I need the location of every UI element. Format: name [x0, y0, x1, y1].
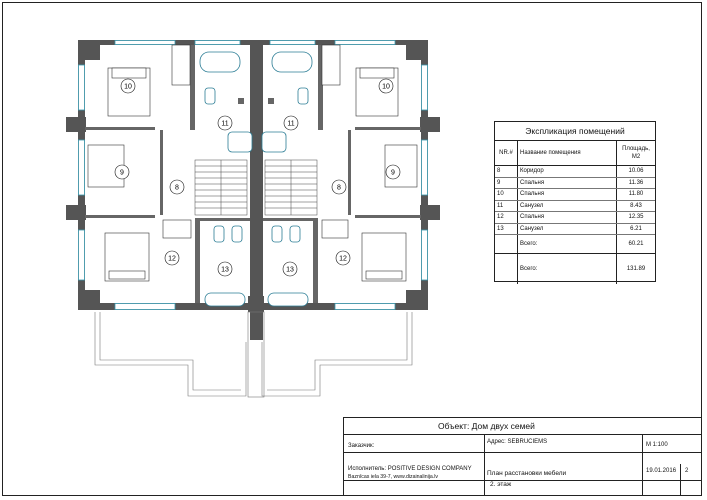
table-row: 9 Спальня 11.36 [495, 177, 655, 189]
windows [78, 40, 428, 310]
svg-text:13: 13 [286, 267, 294, 274]
date: 19.01.2016 [646, 468, 677, 474]
client-label: Заказчик: [348, 443, 375, 449]
total-value: 131.89 [616, 253, 655, 284]
bathroom-fixtures [199, 51, 313, 307]
executor-address: Baznīcas iela 39-7, www.dizainalinija.lv [348, 474, 438, 480]
executor: Исполнитель: POSITIVE DESIGN COMPANY [348, 466, 472, 472]
furniture [87, 44, 418, 282]
explication-title: Экспликация помещений [495, 122, 655, 141]
terrace-outline [94, 311, 413, 398]
svg-text:10: 10 [124, 84, 132, 91]
svg-text:13: 13 [221, 267, 229, 274]
room-markers-left: 10 11 9 8 12 13 [114, 78, 233, 277]
table-row: 8 Коридор 10.06 [495, 165, 655, 178]
header-name: Название помещения [517, 141, 617, 166]
floor-label: 2. этаж [490, 481, 512, 488]
svg-text:8: 8 [337, 185, 341, 192]
subtotal-value: 60.21 [628, 241, 644, 247]
object-title: Объект: Дом двух семей [438, 421, 535, 431]
table-row: 13 Санузел 6.21 [495, 223, 655, 235]
svg-text:9: 9 [120, 170, 124, 177]
sheet-number: 2 [685, 468, 689, 474]
svg-text:9: 9 [391, 170, 395, 177]
table-row: 10 Спальня 11.80 [495, 188, 655, 201]
scale: М 1:100 [646, 442, 668, 448]
table-row: 12 Спальня 12.35 [495, 211, 655, 224]
total-label: Всего: [517, 253, 617, 284]
interior-walls [85, 45, 421, 303]
room-markers-right: 10 11 9 8 12 13 [282, 78, 401, 277]
total-row: Всего: 131.89 [495, 253, 655, 284]
svg-text:11: 11 [221, 121, 228, 128]
header-num: NR.# [495, 141, 518, 166]
subtotal-label: Всего: [517, 234, 617, 254]
svg-text:12: 12 [168, 256, 176, 263]
svg-text:8: 8 [175, 185, 179, 192]
drawing-name: План расстановки мебели [487, 470, 567, 477]
svg-text:11: 11 [287, 121, 294, 128]
svg-text:12: 12 [339, 256, 347, 263]
drawing-frame [2, 2, 702, 496]
room-explication-table: Экспликация помещений NR.# Название поме… [494, 121, 656, 284]
staircase [194, 159, 318, 216]
table-row: 11 Санузел 8.43 [495, 200, 655, 212]
svg-text:10: 10 [382, 84, 390, 91]
title-block: Объект: Дом двух семей Заказчик: Адрес: … [343, 417, 702, 496]
header-area: Площадь, M2 [616, 141, 655, 166]
address: Адрес: SEBRUCIEMS [487, 439, 548, 445]
subtotal-row: Всего: 60.21 [495, 234, 655, 254]
